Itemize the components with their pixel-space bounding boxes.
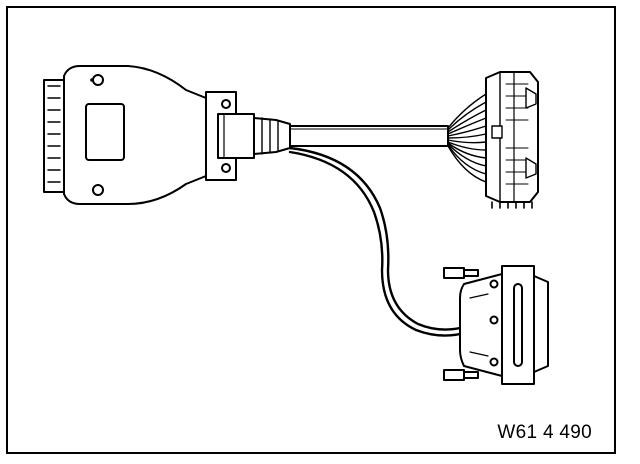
main-connector-icon [43,65,291,205]
cable-sheath-icon [289,125,449,147]
branch-cable-icon [288,146,470,337]
figure-code: W61 4 490 [497,422,592,443]
diagram-frame: W61 4 490 [6,6,616,454]
sub-d-connector-icon [443,265,549,385]
wire-terminal-icon [447,71,539,209]
cable-illustration [43,65,549,385]
